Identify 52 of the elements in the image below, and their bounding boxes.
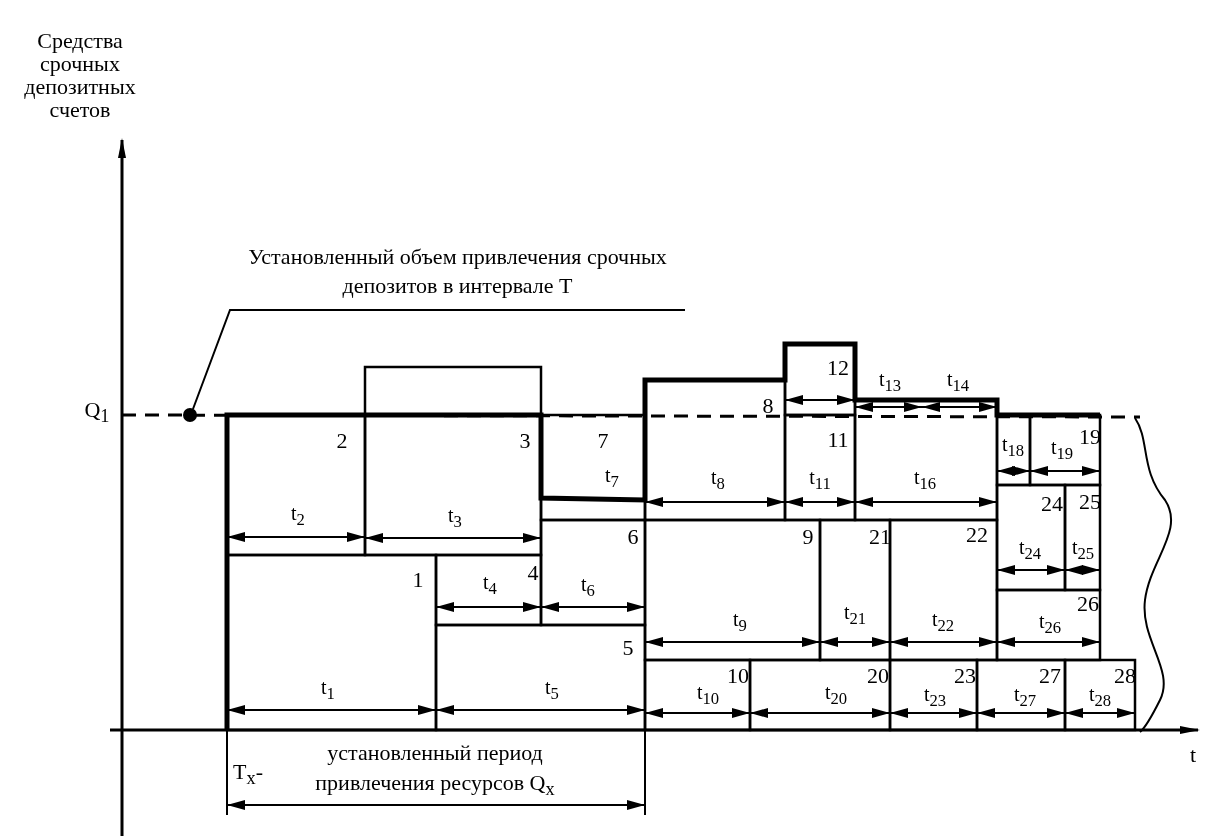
duration-label: t$_{8}$ bbox=[711, 467, 725, 493]
duration-label: t$_{10}$ bbox=[696, 682, 720, 708]
duration-label: t$_{27}$ bbox=[1013, 684, 1037, 710]
duration-label: t$_{20}$ bbox=[824, 682, 848, 708]
duration-label: t$_{25}$ bbox=[1071, 537, 1095, 563]
anchor-dot bbox=[183, 408, 197, 422]
callout-number: 22 bbox=[966, 523, 988, 547]
callout-number: 26 bbox=[1077, 592, 1099, 616]
callout-number: 20 bbox=[867, 664, 889, 688]
callout-number: 12 bbox=[827, 356, 849, 380]
duration-label: t$_{1}$ bbox=[321, 677, 335, 703]
period-description: установленный период привлечения ресурсов Q$_{x}$ bbox=[314, 739, 556, 802]
duration-label: t$_{5}$ bbox=[545, 677, 559, 703]
axis-title: Средства срочных депозитных счетов bbox=[23, 28, 137, 122]
duration-label: t$_{7}$ bbox=[605, 465, 619, 491]
callout-number: 24 bbox=[1041, 492, 1063, 516]
duration-label: t$_{11}$ bbox=[809, 467, 831, 493]
period-label: T$_{x}$- bbox=[233, 759, 263, 789]
callout-number: 2 bbox=[336, 429, 348, 453]
axis-label: Q$_{1}$ bbox=[84, 397, 110, 427]
callout-number: 1 bbox=[412, 568, 424, 592]
axis-label: t bbox=[1189, 743, 1197, 767]
duration-label: t$_{19}$ bbox=[1050, 437, 1074, 463]
duration-label: t$_{26}$ bbox=[1038, 611, 1062, 637]
duration-label: t$_{28}$ bbox=[1088, 684, 1112, 710]
duration-label: t$_{13}$ bbox=[878, 369, 902, 395]
callout-number: 6 bbox=[627, 525, 639, 549]
callout-number: 23 bbox=[954, 664, 976, 688]
callout-number: 10 bbox=[727, 664, 749, 688]
callout-number: 5 bbox=[622, 636, 634, 660]
callout-number: 7 bbox=[597, 429, 609, 453]
duration-label: t$_{16}$ bbox=[913, 467, 937, 493]
duration-label: t$_{21}$ bbox=[843, 602, 867, 628]
duration-label: t$_{23}$ bbox=[923, 684, 947, 710]
duration-label: t$_{2}$ bbox=[291, 503, 305, 529]
duration-label: t$_{18}$ bbox=[1001, 434, 1025, 460]
callout-number: 8 bbox=[762, 394, 774, 418]
callout-number: 27 bbox=[1039, 664, 1061, 688]
callout-number: 11 bbox=[827, 428, 849, 452]
duration-label: t$_{6}$ bbox=[581, 574, 595, 600]
duration-label: t$_{9}$ bbox=[733, 609, 747, 635]
duration-label: t$_{24}$ bbox=[1018, 537, 1042, 563]
duration-label: t$_{4}$ bbox=[483, 572, 497, 598]
leader-line bbox=[192, 309, 686, 410]
annotation-text: Установленный объем привлечения срочных депозитов в интервале T bbox=[230, 243, 685, 310]
callout-number: 3 bbox=[519, 429, 531, 453]
duration-label: t$_{22}$ bbox=[931, 609, 955, 635]
callout-number: 4 bbox=[527, 561, 539, 585]
callout-number: 9 bbox=[802, 525, 814, 549]
callout-number: 21 bbox=[869, 525, 891, 549]
duration-label: t$_{14}$ bbox=[946, 369, 970, 395]
duration-label: t$_{3}$ bbox=[448, 505, 462, 531]
